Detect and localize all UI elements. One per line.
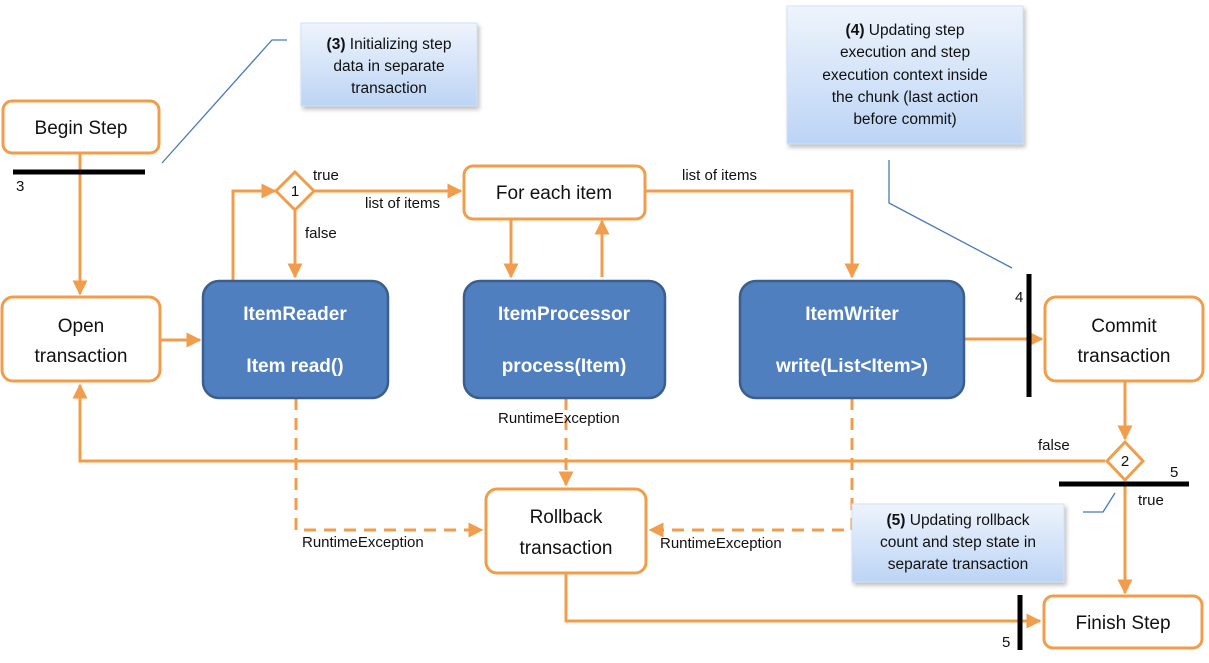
callout-5-line1: (5) Updating rollback [886,512,1029,529]
edge-reader-exception [294,398,484,538]
callout-5-line3: separate transaction [888,556,1028,573]
for-each-item-label: For each item [496,183,612,204]
callout-4-box [786,5,1024,145]
edge-label-true-2: true [1138,492,1164,509]
commit-transaction-line2: transaction [1078,346,1171,367]
callout-5-box [851,503,1065,583]
item-processor-name: ItemProcessor [498,304,631,325]
edge-reader-to-decision1 [231,183,277,280]
callout-3-box [300,22,478,107]
callout-3-leader [161,39,287,164]
finish-step-label: Finish Step [1075,613,1170,634]
commit-transaction-node [1043,295,1205,383]
callout-4-line1: (4) Updating step [846,22,965,39]
item-writer-name: ItemWriter [805,304,899,325]
item-reader-method: Item read() [246,356,343,377]
callout-3-text-1: Initializing step [345,36,451,53]
edge-writer-exception [648,398,854,538]
rollback-transaction-line2: transaction [520,538,613,559]
decision-1-diamond [273,169,317,213]
edge-label-list-items-1: list of items [365,195,440,212]
callout-3-number: (3) [327,36,346,53]
callout-4-line4: the chunk (last action [832,89,978,106]
callout-3-line2: data in separate [333,58,444,75]
decision-2-label: 2 [1121,453,1129,470]
bar-3-label: 3 [16,178,24,195]
callout-5-line2: count and step state in [880,534,1036,551]
decision-1-label: 1 [291,183,299,200]
edge-rollback-to-finish [564,573,1042,629]
decision-2-diamond [1104,439,1146,483]
bar-5b-label: 5 [1002,634,1010,651]
callout-5-number: (5) [886,512,905,529]
callout-4-number: (4) [846,22,865,39]
bar-4-label: 4 [1015,289,1023,306]
bar-5a-label: 5 [1170,464,1178,481]
begin-step-label: Begin Step [35,118,128,139]
callout-4-leader [888,160,1013,269]
edge-label-writer-exception: RuntimeException [660,535,782,552]
callout-4-line3: execution context inside [822,67,987,84]
rollback-transaction-line1: Rollback [530,507,603,528]
callout-5-text-1: Updating rollback [905,512,1029,529]
callout-4-line5: before commit) [853,111,956,128]
edge-label-false-2: false [1038,437,1070,454]
edge-foreach-to-writer [645,189,860,279]
callout-4-line2: execution and step [840,44,970,61]
commit-transaction-line1: Commit [1091,316,1157,337]
callout-5-leader [1083,492,1116,513]
callout-3-line3: transaction [351,80,427,97]
item-processor-method: process(Item) [502,356,627,377]
item-reader-name: ItemReader [243,304,347,325]
item-writer-box [738,279,966,400]
edge-decision2-false [72,383,1105,463]
item-writer-method: write(List<Item>) [775,356,928,377]
item-processor-box [462,279,667,400]
open-transaction-line1: Open [58,316,104,337]
edge-label-processor-exception: RuntimeException [498,410,620,427]
rollback-transaction-node [484,487,648,575]
edge-label-true-1: true [313,167,339,184]
finish-step-node [1042,594,1204,650]
edge-label-false-1: false [305,225,337,242]
callout-4-text-1: Updating step [864,22,964,39]
item-reader-box [201,279,390,400]
begin-step-node [1,99,161,155]
for-each-item-node [462,164,647,221]
open-transaction-node [0,295,162,383]
edge-label-reader-exception: RuntimeException [302,534,424,551]
callout-3-line1: (3) Initializing step [327,36,452,53]
open-transaction-line2: transaction [35,346,128,367]
edge-label-list-items-2: list of items [682,167,757,184]
